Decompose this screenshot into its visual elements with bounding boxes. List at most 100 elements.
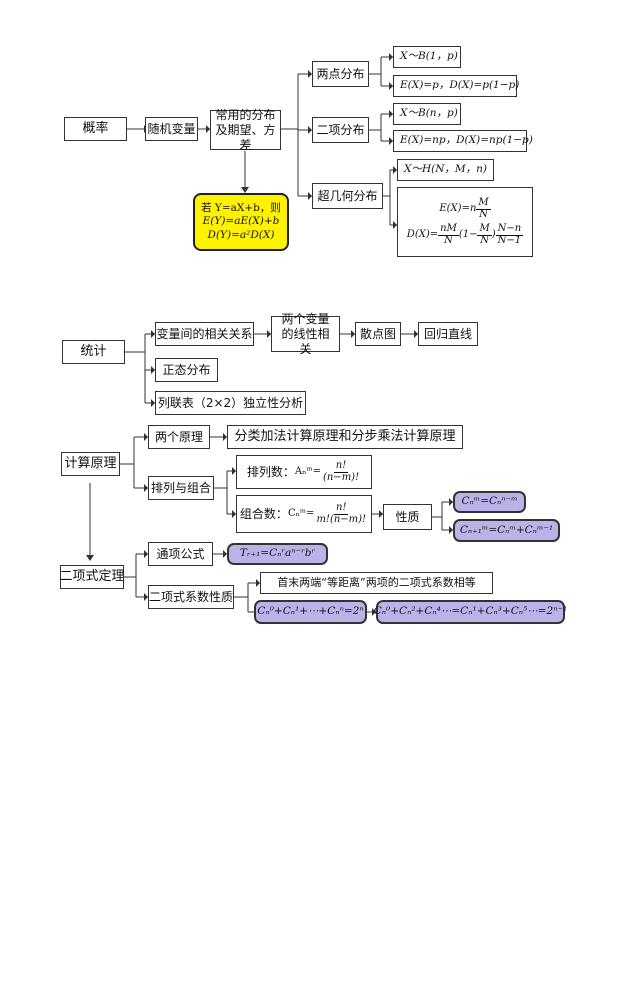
node-two-principles: 两个原理 [148, 425, 210, 449]
node-general-term-label: 通项公式 [156, 546, 205, 561]
node-linear-correlation-label: 两个变量的线性相关 [281, 311, 330, 356]
combination-frac: n!m!(n−m)! [314, 502, 368, 525]
node-binomial-theorem-label: 二项式定理 [59, 568, 125, 584]
hypergeo-d-num1: nM [438, 223, 459, 236]
node-perm-comb-label: 排列与组合 [150, 480, 211, 495]
node-scatter-plot-label: 散点图 [359, 326, 396, 341]
node-normal-dist-label: 正态分布 [162, 362, 211, 377]
hypergeo-d-den1: N [444, 234, 453, 246]
node-random-variable-label: 随机变量 [147, 121, 196, 136]
combination-den: m!(n−m)! [316, 513, 367, 525]
hypergeo-d-mid1: (1− [458, 228, 478, 240]
formula-two-point-moments-text: E(X)=p，D(X)=p(1−p) [400, 79, 520, 92]
node-two-principles-desc: 分类加法计算原理和分步乘法计算原理 [227, 425, 463, 449]
node-symmetry-property: 首末两端“等距离”两项的二项式系数相等 [260, 572, 493, 594]
node-regression-line: 回归直线 [418, 322, 478, 346]
hypergeo-d-den2: N [480, 234, 489, 246]
formula-binomial-dist-text: X～B(n，p) [400, 107, 458, 120]
node-statistics: 统计 [62, 340, 125, 364]
node-contingency-table: 列联表（2×2）独立性分析 [155, 391, 306, 415]
permutation-label: 排列数： [246, 464, 295, 479]
formula-comb-symmetry-text: Cₙᵐ=Cₙⁿ⁻ᵐ [461, 495, 518, 508]
node-hypergeometric: 超几何分布 [312, 183, 383, 209]
formula-hypergeo-dist-text: X～H(N，M，n) [404, 163, 488, 176]
node-hypergeometric-label: 超几何分布 [317, 188, 378, 203]
node-two-principles-label: 两个原理 [154, 429, 203, 444]
node-common-distribution: 常用的分布及期望、方差 [210, 107, 281, 152]
node-linear-transform: 若 Y=aX+b，则 E(Y)=aE(X)+b D(Y)=a²D(X) [193, 193, 289, 251]
hypergeo-d-mid2: ) [491, 228, 496, 240]
node-scatter-plot: 散点图 [355, 322, 401, 346]
permutation-den: (n−m)! [322, 471, 360, 483]
formula-general-term: Tᵣ₊₁=Cₙʳaⁿ⁻ʳbʳ [227, 543, 328, 565]
node-combination: 组合数： Cₙᵐ= n!m!(n−m)! [236, 495, 372, 533]
node-binomial-dist: 二项分布 [312, 117, 369, 143]
formula-two-point-dist: X～B(1，p) [393, 46, 461, 68]
node-correlation-label: 变量间的相关关系 [156, 326, 253, 341]
node-two-point-label: 两点分布 [316, 66, 365, 81]
node-normal-dist: 正态分布 [155, 358, 218, 382]
node-correlation: 变量间的相关关系 [155, 322, 254, 346]
node-common-distribution-label: 常用的分布及期望、方差 [215, 107, 276, 152]
linear-transform-line1: 若 Y=aX+b，则 [201, 202, 281, 215]
node-property-label: 性质 [395, 509, 420, 524]
node-counting-principle-label: 计算原理 [64, 455, 117, 471]
formula-hypergeo-dist: X～H(N，M，n) [397, 159, 494, 181]
node-two-principles-desc-label: 分类加法计算原理和分步乘法计算原理 [234, 428, 456, 444]
node-general-term: 通项公式 [148, 542, 213, 566]
formula-pascal-rule-text: Cₙ₊₁ᵐ=Cₙᵐ+Cₙᵐ⁻¹ [459, 523, 554, 536]
formula-general-term-text: Tᵣ₊₁=Cₙʳaⁿ⁻ʳbʳ [239, 547, 316, 560]
linear-transform-line2: E(Y)=aE(X)+b [202, 215, 280, 228]
formula-binomial-moments-text: E(X)=np，D(X)=np(1−p) [400, 134, 533, 147]
combination-num: n! [334, 502, 349, 515]
node-perm-comb: 排列与组合 [148, 476, 214, 500]
combination-lhs: Cₙᵐ= [287, 507, 315, 519]
formula-comb-symmetry: Cₙᵐ=Cₙⁿ⁻ᵐ [453, 491, 526, 513]
formula-sum-half: Cₙ⁰+Cₙ²+Cₙ⁴⋯=Cₙ¹+Cₙ³+Cₙ⁵⋯=2ⁿ⁻¹ [373, 600, 568, 624]
linear-transform-line3: D(Y)=a²D(X) [207, 228, 275, 241]
formula-binomial-moments: E(X)=np，D(X)=np(1−p) [393, 130, 533, 152]
node-random-variable: 随机变量 [145, 117, 198, 141]
node-property: 性质 [383, 504, 432, 530]
formula-pascal-rule: Cₙ₊₁ᵐ=Cₙᵐ+Cₙᵐ⁻¹ [453, 519, 560, 542]
hypergeo-d-num3: N−n [495, 223, 524, 236]
permutation-num: n! [333, 460, 349, 473]
hypergeo-d-prefix: D(X)= [406, 228, 439, 240]
node-probability: 概率 [64, 117, 127, 141]
combination-label: 组合数： [239, 506, 288, 521]
formula-two-point-dist-text: X～B(1，p) [400, 50, 458, 63]
node-coefficient-property-label: 二项式系数性质 [149, 589, 234, 604]
node-linear-correlation: 两个变量的线性相关 [271, 312, 340, 356]
node-regression-line-label: 回归直线 [423, 326, 472, 341]
node-probability-label: 概率 [82, 120, 109, 136]
node-statistics-label: 统计 [80, 343, 107, 359]
hypergeo-e-den: N [479, 208, 488, 220]
formula-sum-half-text: Cₙ⁰+Cₙ²+Cₙ⁴⋯=Cₙ¹+Cₙ³+Cₙ⁵⋯=2ⁿ⁻¹ [373, 605, 568, 618]
node-counting-principle: 计算原理 [61, 452, 120, 476]
node-binomial-dist-label: 二项分布 [316, 122, 365, 137]
node-contingency-table-label: 列联表（2×2）独立性分析 [157, 395, 304, 410]
hypergeo-e-prefix: E(X)=n [439, 202, 477, 214]
formula-binomial-dist: X～B(n，p) [393, 103, 461, 125]
node-symmetry-property-label: 首末两端“等距离”两项的二项式系数相等 [277, 576, 476, 590]
formula-two-point-moments: E(X)=p，D(X)=p(1−p) [393, 75, 520, 97]
hypergeo-d-den3: N−1 [497, 234, 522, 246]
permutation-frac: n!(n−m)! [321, 460, 361, 483]
hypergeo-e-num: M [476, 197, 491, 210]
permutation-lhs: Aₙᵐ= [294, 465, 321, 477]
node-permutation: 排列数： Aₙᵐ= n!(n−m)! [236, 455, 372, 489]
formula-sum-all-text: Cₙ⁰+Cₙ¹+⋯+Cₙⁿ=2ⁿ [257, 605, 364, 618]
node-binomial-theorem: 二项式定理 [59, 565, 125, 589]
hypergeo-d-num2: M [477, 223, 492, 236]
node-coefficient-property: 二项式系数性质 [148, 585, 234, 609]
node-two-point: 两点分布 [312, 61, 369, 87]
formula-sum-all: Cₙ⁰+Cₙ¹+⋯+Cₙⁿ=2ⁿ [254, 600, 367, 624]
